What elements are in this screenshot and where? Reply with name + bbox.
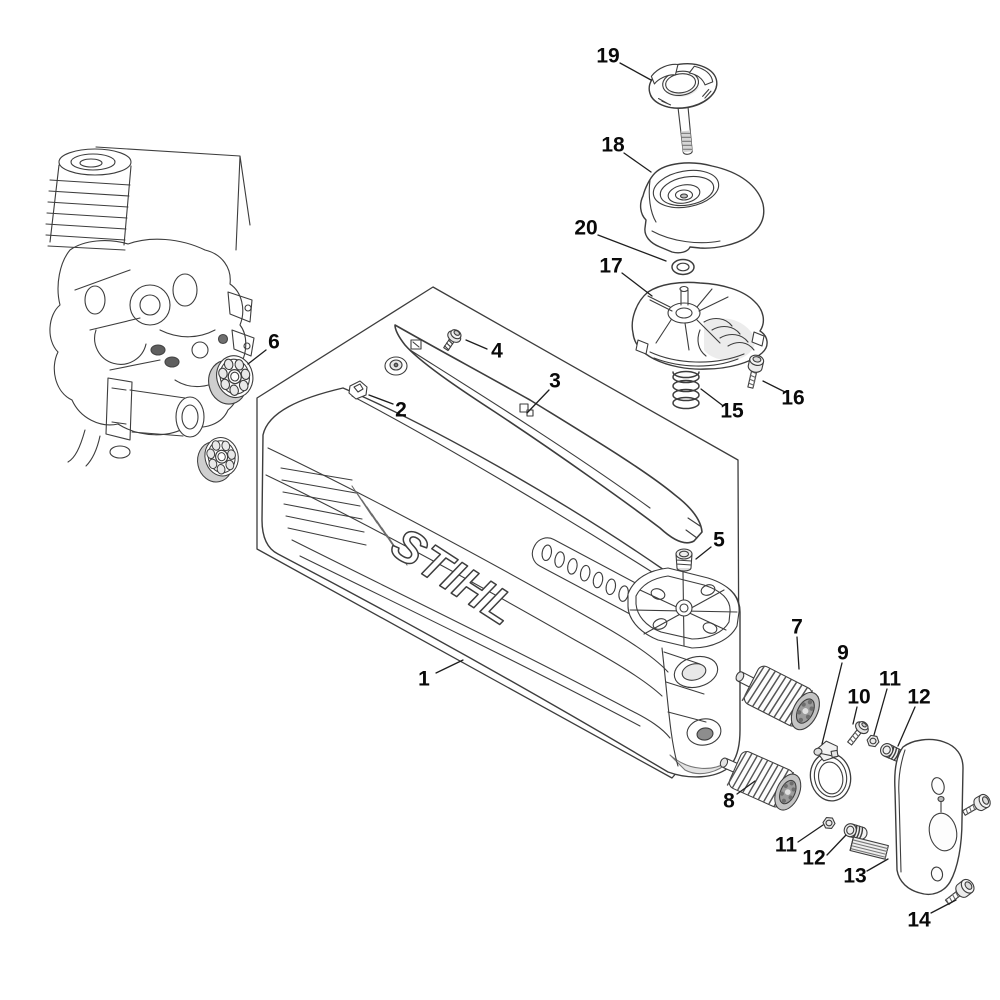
leader-line-3 xyxy=(526,389,550,414)
nut-11-lower xyxy=(822,817,836,829)
leader-line-16 xyxy=(762,380,786,393)
part-label-3: 3 xyxy=(549,369,561,393)
part-label-10: 10 xyxy=(847,685,871,709)
part-label-17: 17 xyxy=(599,254,623,278)
part-label-11-lower: 11 xyxy=(774,833,798,857)
spring-damper-7 xyxy=(735,665,820,731)
cover-strip-3 xyxy=(384,324,703,544)
ring-buffer-upper xyxy=(208,355,254,405)
sleeve-12-lower xyxy=(843,823,868,840)
knob-19 xyxy=(648,63,718,155)
part-label-11-upper: 11 xyxy=(878,667,902,691)
leader-line-4 xyxy=(465,339,488,350)
nut-11-upper xyxy=(866,734,880,748)
leader-line-5 xyxy=(695,546,712,560)
part-label-18: 18 xyxy=(601,133,625,157)
part-label-7: 7 xyxy=(791,615,803,639)
screw-16 xyxy=(747,354,765,389)
square-nut-2 xyxy=(348,380,368,400)
spline-shaft xyxy=(849,836,889,860)
filter-base-17 xyxy=(631,281,768,370)
leader-line-14 xyxy=(930,899,957,914)
part-label-12-lower: 12 xyxy=(802,846,826,870)
part-label-6: 6 xyxy=(268,330,280,354)
leader-line-17 xyxy=(621,272,653,297)
part-label-16: 16 xyxy=(781,386,805,410)
housing-end-plate xyxy=(627,567,740,649)
part-label-4: 4 xyxy=(491,339,503,363)
part-label-13: 13 xyxy=(843,864,867,888)
air-filter-cover-18 xyxy=(639,162,765,254)
leader-line-10 xyxy=(852,706,858,725)
leader-line-20 xyxy=(597,234,667,262)
spring-15 xyxy=(672,370,700,410)
part-label-14: 14 xyxy=(907,908,931,932)
screw-10 xyxy=(847,721,869,746)
part-label-15: 15 xyxy=(720,399,744,423)
leader-line-1 xyxy=(435,659,464,674)
part-label-12-upper: 12 xyxy=(907,685,931,709)
leader-line-11-upper xyxy=(873,688,888,736)
part-label-19: 19 xyxy=(596,44,620,68)
leader-line-19 xyxy=(619,62,652,81)
screw-14-lower xyxy=(944,878,975,906)
leader-line-13 xyxy=(866,858,889,872)
leader-line-15 xyxy=(700,388,723,406)
leader-line-11-lower xyxy=(797,824,824,843)
leader-line-8 xyxy=(736,780,756,795)
o-ring-20 xyxy=(671,258,695,276)
leader-lines xyxy=(247,62,957,914)
clamp-9 xyxy=(809,740,852,802)
engine-assembly xyxy=(45,146,255,467)
part-label-9: 9 xyxy=(837,641,849,665)
part-label-2: 2 xyxy=(395,398,407,422)
plug-5 xyxy=(675,548,693,572)
leader-line-18 xyxy=(623,152,652,173)
spring-damper-8 xyxy=(719,751,802,811)
screw-14-upper xyxy=(962,793,991,816)
screw-4 xyxy=(443,329,462,352)
leader-line-12-lower xyxy=(826,834,847,856)
leader-line-6 xyxy=(247,349,267,365)
part-label-1: 1 xyxy=(418,667,430,691)
part-label-20: 20 xyxy=(574,216,598,240)
main-housing: STIHL xyxy=(261,387,741,778)
ring-buffer-lower xyxy=(197,437,239,483)
end-cover-13 xyxy=(894,738,964,896)
leader-line-12-upper xyxy=(897,706,916,747)
part-label-8: 8 xyxy=(723,789,735,813)
housing-end-column xyxy=(661,647,731,775)
leader-line-7 xyxy=(796,636,800,670)
leader-line-2 xyxy=(368,394,394,405)
part-label-5: 5 xyxy=(713,528,725,552)
leader-line-9 xyxy=(821,662,843,745)
